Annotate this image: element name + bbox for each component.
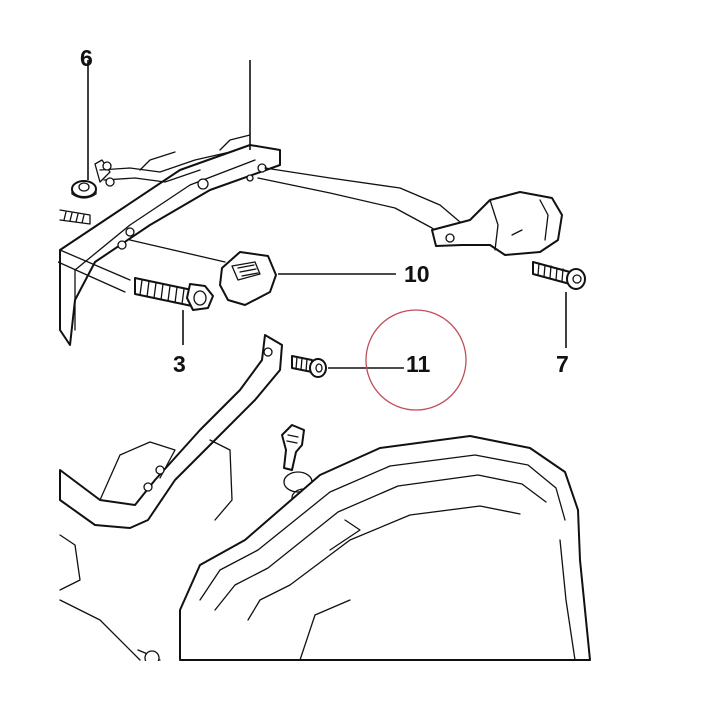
callout-11: 11 — [406, 351, 431, 377]
pannier-case — [179, 435, 591, 661]
screw-part-11 — [291, 355, 327, 378]
highlight-circle — [365, 309, 467, 411]
callout-3: 3 — [173, 351, 186, 377]
wiring-harness — [94, 151, 231, 187]
callout-7: 7 — [556, 351, 569, 377]
upper-frame-bar — [59, 144, 281, 346]
nut-part-6 — [71, 180, 97, 199]
callout-10: 10 — [404, 261, 430, 287]
rod-lines — [57, 239, 226, 293]
lower-frame-bracket — [59, 334, 283, 661]
callout-6: 6 — [80, 45, 93, 71]
support-rods — [257, 167, 461, 239]
bolt-part-3 — [134, 277, 214, 311]
left-stud — [59, 209, 91, 225]
tail-light — [431, 191, 563, 256]
clip-part-10 — [219, 251, 277, 306]
bolt-part-7 — [532, 261, 586, 290]
